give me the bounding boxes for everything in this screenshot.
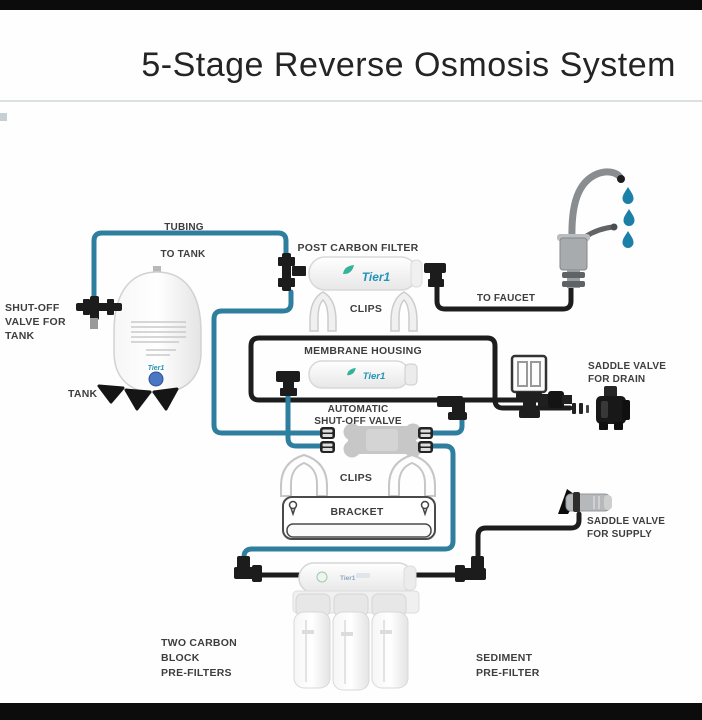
title-divider [0, 100, 702, 102]
water-drops-icon [622, 187, 635, 248]
label-to-tank: TO TANK [161, 249, 206, 260]
label-tank: TANK [68, 388, 98, 400]
tank-nipple [153, 266, 161, 275]
label-clips-upper: CLIPS [350, 303, 382, 315]
membrane-housing-icon: Tier1 [308, 360, 418, 389]
label-saddle-supply-2: FOR SUPPLY [587, 529, 652, 540]
label-aso-2: SHUT-OFF VALVE [314, 416, 402, 427]
aso-to-ro-tube [241, 443, 456, 567]
bracket-keyholes [288, 500, 430, 517]
post-carbon-tee-fitting [278, 253, 306, 291]
tank-shut-off-valve-icon [76, 296, 122, 329]
to-tank-tube [91, 230, 289, 305]
post-carbon-brand-label: Tier1 [362, 270, 391, 284]
supply-saddle-valve-icon [558, 489, 612, 514]
ro-filter-housings [293, 611, 409, 691]
supply-tube [475, 511, 582, 559]
label-clips-lower: CLIPS [340, 472, 372, 484]
aso-to-drain-elbow-tube [429, 414, 465, 436]
edge-artifact [0, 113, 7, 121]
label-to-faucet: TO FAUCET [477, 293, 535, 304]
tank-icon: Tier1 [97, 266, 202, 411]
label-two-carbon-1: TWO CARBON [161, 637, 237, 649]
drain-tube [248, 335, 573, 411]
post-carbon-elbow-fitting [424, 263, 446, 287]
drain-line-elbow-fitting [437, 396, 467, 420]
label-shut-off-valve-tank-1: SHUT-OFF [5, 302, 60, 314]
label-tubing: TUBING [164, 222, 204, 233]
page-title: 5-Stage Reverse Osmosis System [141, 46, 676, 84]
ro-unit-icon: Tier1 [292, 562, 420, 691]
bracket-icon [282, 496, 436, 540]
label-two-carbon-2: BLOCK [161, 652, 200, 664]
label-saddle-drain-2: FOR DRAIN [588, 374, 645, 385]
ro-left-elbow-fitting [234, 556, 262, 582]
membrane-to-aso-tube [285, 391, 326, 449]
letterbox-bottom [0, 703, 702, 720]
teal-tubing-group [91, 230, 465, 567]
tank-feet [97, 384, 179, 411]
faucet-tube [434, 282, 574, 312]
label-shut-off-valve-tank-3: TANK [5, 330, 35, 342]
label-shut-off-valve-tank-2: VALVE FOR [5, 316, 66, 328]
label-sediment-1: SEDIMENT [476, 652, 533, 664]
post-carbon-filter-icon: Tier1 [308, 256, 423, 291]
membrane-brand-label: Tier1 [363, 371, 386, 382]
tee-to-aso-tube [211, 289, 326, 436]
label-aso-1: AUTOMATIC [328, 404, 389, 415]
label-two-carbon-3: PRE-FILTERS [161, 667, 232, 679]
drain-saddle-valve-icon [572, 386, 630, 430]
automatic-shut-off-valve-icon [320, 423, 433, 458]
letterbox-top [0, 0, 702, 10]
tank-sticker [131, 321, 186, 356]
check-valve-fitting [510, 354, 572, 418]
supply-elbow-fitting [455, 556, 486, 582]
label-saddle-supply-1: SADDLE VALVE [587, 516, 665, 527]
label-saddle-drain-1: SADDLE VALVE [588, 361, 666, 372]
label-post-carbon-filter: POST CARBON FILTER [298, 242, 419, 254]
tank-brand-label: Tier1 [148, 365, 165, 372]
tank-port [148, 371, 164, 387]
ro-brand-label: Tier1 [340, 575, 356, 582]
label-bracket: BRACKET [330, 506, 383, 518]
faucet-icon [557, 168, 625, 288]
black-tubing-group [248, 282, 582, 578]
label-membrane-housing: MEMBRANE HOUSING [304, 345, 422, 357]
label-sediment-2: PRE-FILTER [476, 667, 540, 679]
membrane-elbow-fitting [276, 371, 300, 396]
labels-group: TUBING TO TANK POST CARBON FILTER TO FAU… [5, 222, 666, 679]
